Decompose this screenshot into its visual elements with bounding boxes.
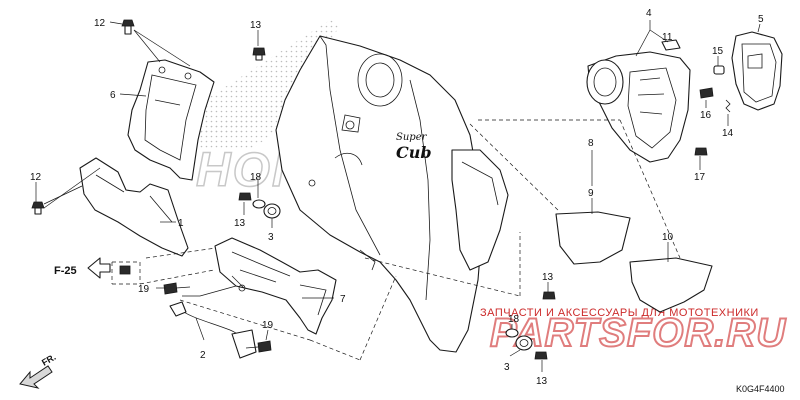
logo-line-2: Cub	[396, 143, 432, 162]
site-watermark: ЗАПЧАСТИ И АКСЕССУАРЫ ДЛЯ МОТОТЕХНИКИ PA…	[480, 307, 786, 356]
callout-16[interactable]: 16	[700, 110, 712, 121]
callout-18-right[interactable]: 18	[508, 314, 520, 325]
part-16-screw	[699, 87, 714, 99]
part-5-lid	[731, 31, 783, 111]
callout-1[interactable]: 1	[178, 218, 184, 229]
front-direction-arrow: FR.	[19, 352, 58, 389]
callout-14[interactable]: 14	[722, 128, 734, 139]
callout-7[interactable]: 7	[340, 294, 346, 305]
main-leg-shield	[275, 35, 483, 353]
screw-13-left-upper	[238, 192, 252, 201]
washer-18-left	[252, 199, 266, 209]
washer-18-right	[505, 328, 519, 338]
callout-13-top[interactable]: 13	[250, 20, 262, 31]
part-10-pad	[629, 257, 713, 313]
grommet-3-left	[263, 203, 281, 219]
screw-12-left	[31, 201, 45, 215]
callout-4[interactable]: 4	[646, 8, 652, 19]
callout-18-left[interactable]: 18	[250, 172, 262, 183]
callout-15[interactable]: 15	[712, 46, 724, 57]
super-cub-logo: Super Cub	[396, 132, 432, 162]
inner-shroud	[451, 149, 509, 271]
callout-5[interactable]: 5	[758, 14, 764, 25]
figure-code: K0G4F4400	[736, 384, 785, 394]
callout-12-top[interactable]: 12	[94, 18, 106, 29]
part-14-spring	[725, 99, 731, 113]
grommet-3-right	[515, 335, 533, 351]
leader-lines	[35, 20, 761, 372]
callout-9[interactable]: 9	[588, 188, 594, 199]
logo-line-1: Super	[396, 132, 428, 143]
front-label: FR.	[40, 352, 58, 368]
screw-13-right-upper	[542, 291, 556, 300]
callout-3-left[interactable]: 3	[268, 232, 274, 243]
bolt-19-lower	[245, 340, 272, 353]
bolt-19-upper	[163, 282, 191, 295]
part-15-grommet	[713, 65, 725, 75]
screw-12-top	[121, 19, 135, 35]
callout-11[interactable]: 11	[662, 32, 673, 43]
part-1-inner-panel	[79, 157, 189, 257]
callout-13-left[interactable]: 13	[234, 218, 246, 229]
reference-arrow-f25[interactable]: F-25	[54, 257, 131, 279]
watermark-tagline: ЗАПЧАСТИ И АКСЕССУАРЫ ДЛЯ МОТОТЕХНИКИ	[480, 307, 759, 319]
part-6-inner-cover-upper	[127, 59, 215, 181]
part-11-clip	[661, 39, 681, 51]
callout-12-left[interactable]: 12	[30, 172, 42, 183]
callout-19-lower[interactable]: 19	[262, 320, 274, 331]
part-7-lower-cover	[214, 237, 337, 335]
part-4-glove-box	[586, 51, 691, 163]
callout-13-right-low[interactable]: 13	[536, 376, 548, 387]
screw-13-right-lower	[534, 351, 548, 360]
callout-10[interactable]: 10	[662, 232, 674, 243]
callout-6[interactable]: 6	[110, 90, 116, 101]
part-9-pad	[555, 211, 631, 265]
callout-2[interactable]: 2	[200, 350, 206, 361]
reference-label: F-25	[54, 265, 77, 277]
part-2-harness	[169, 285, 257, 359]
part-17-screw	[694, 147, 708, 156]
callout-8[interactable]: 8	[588, 138, 594, 149]
callout-labels: 12 6 12 1 13 18 13 3 19 2 19 7 4 11 5 15…	[30, 8, 764, 387]
watermark-brand: PARTSFOR.RU	[490, 311, 786, 355]
callout-17[interactable]: 17	[694, 172, 706, 183]
screw-13-top	[252, 47, 266, 61]
callout-3-right[interactable]: 3	[504, 362, 510, 373]
callout-13-right-up[interactable]: 13	[542, 272, 554, 283]
callout-19-upper[interactable]: 19	[138, 284, 150, 295]
